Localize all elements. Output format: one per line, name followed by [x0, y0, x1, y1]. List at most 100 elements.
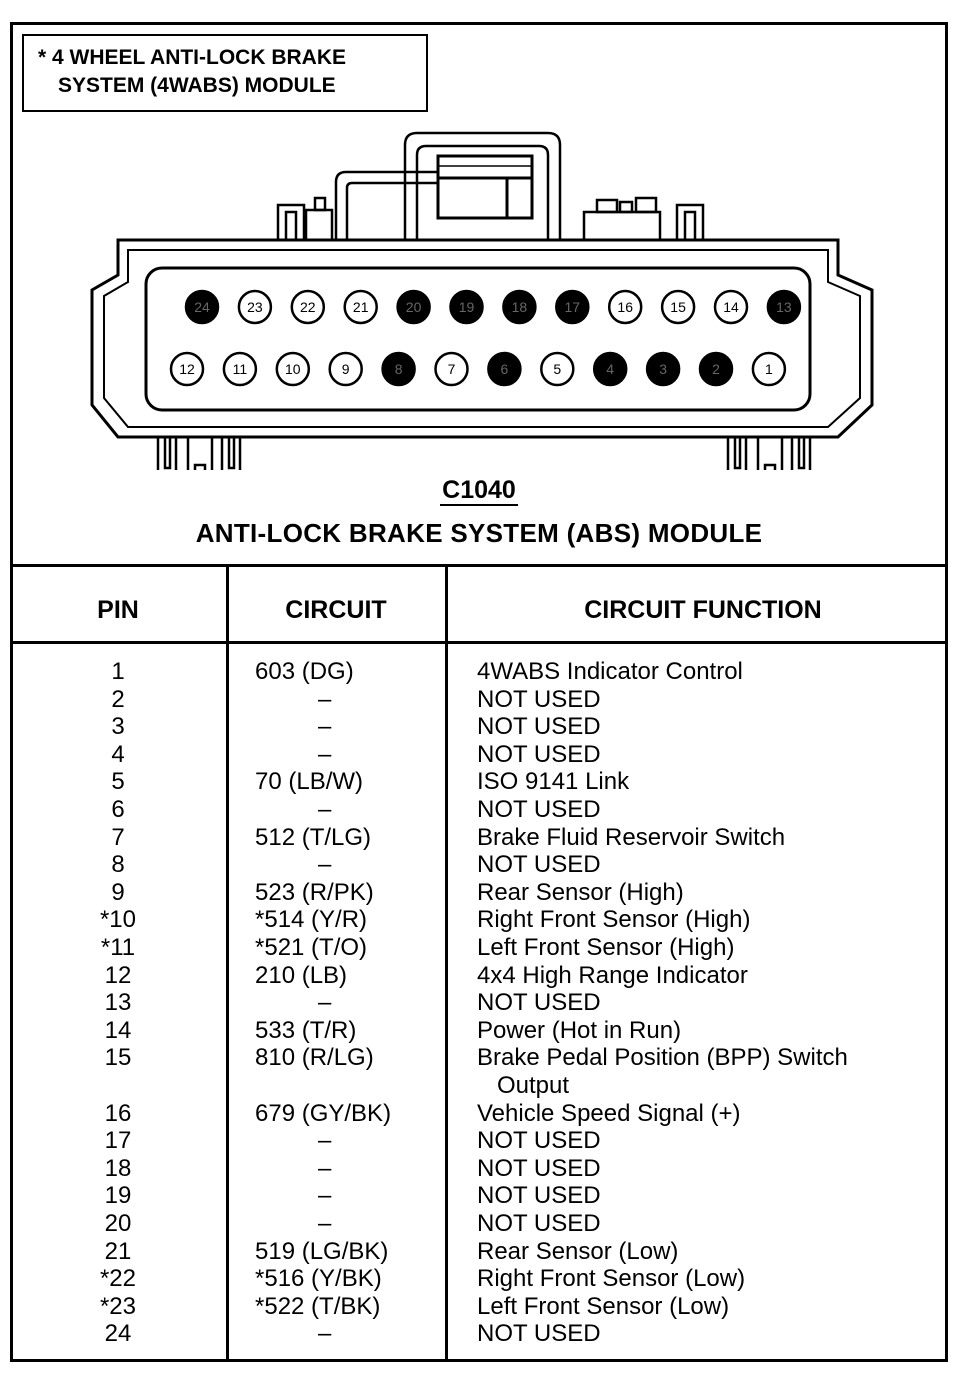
pin-19-filled [449, 289, 484, 325]
module-title: ANTI-LOCK BRAKE SYSTEM (ABS) MODULE [195, 518, 763, 548]
circuit-function: Left Front Sensor (Low) [477, 1292, 730, 1320]
circuit-code: – [318, 1154, 332, 1182]
circuit-function: NOT USED [477, 989, 601, 1017]
pin-label: 6 [501, 361, 509, 377]
pin-9-open [328, 351, 363, 387]
pin-label: 21 [353, 299, 369, 315]
header-bottom-rule [10, 641, 948, 644]
pin-7-open [434, 351, 469, 387]
pin-label: 15 [670, 299, 686, 315]
circuit-code: 679 (GY/BK) [255, 1099, 392, 1127]
pin-number: 9 [111, 878, 125, 906]
circuit-code: *516 (Y/BK) [255, 1265, 382, 1293]
circuit-code: – [318, 1182, 332, 1210]
circuit-code: – [318, 685, 332, 713]
pin-label: 9 [342, 361, 350, 377]
pin-number: 17 [104, 1127, 132, 1155]
pin-label: 17 [565, 299, 581, 315]
column-divider-1 [226, 564, 229, 1362]
circuit-function: Rear Sensor (Low) [477, 1237, 679, 1265]
legend-line-1: * 4 WHEEL ANTI-LOCK BRAKE [38, 46, 347, 69]
header-pin: PIN [97, 596, 139, 624]
pin-number: 18 [104, 1154, 132, 1182]
circuit-code: – [318, 989, 332, 1017]
pin-number: 21 [104, 1237, 132, 1265]
pin-17-filled [555, 289, 590, 325]
pin-label: 16 [617, 299, 633, 315]
circuit-code: – [318, 1320, 332, 1348]
circuit-function: 4x4 High Range Indicator [477, 961, 748, 989]
pin-number: 1 [111, 658, 125, 685]
pin-label: 2 [712, 361, 720, 377]
circuit-code: – [318, 740, 332, 768]
pin-6-filled [487, 351, 522, 387]
circuit-code: *521 (T/O) [255, 934, 368, 961]
pin-number: 3 [111, 713, 125, 741]
pin-number: 6 [111, 796, 125, 823]
table-row: 24–NOT USED [0, 1320, 958, 1348]
connector-body-outer [90, 238, 874, 439]
header-circuit: CIRCUIT [285, 596, 387, 624]
circuit-code: – [318, 1210, 332, 1237]
circuit-code: 603 (DG) [255, 658, 354, 685]
pin-label: 19 [459, 299, 475, 315]
connector-id-text: C1040 [440, 476, 518, 506]
pin-label: 11 [233, 361, 248, 377]
pin-label: 23 [247, 299, 263, 315]
cable [334, 170, 438, 240]
pin-label: 24 [194, 299, 210, 315]
table-row: 1 603 (DG) 4WABS Indicator Control [0, 658, 958, 686]
pin-number: *22 [99, 1265, 137, 1293]
circuit-code: 533 (T/R) [255, 1016, 357, 1044]
pin-label: 22 [300, 299, 316, 315]
pin-2-filled [698, 351, 734, 387]
pin-number: 19 [104, 1182, 132, 1210]
pin-13-filled [766, 289, 802, 325]
pin-label: 14 [723, 299, 739, 315]
circuit-code: *514 (Y/R) [255, 906, 368, 934]
pin-24-filled [184, 289, 220, 325]
latch-block [436, 154, 534, 220]
pin-number: 4 [111, 740, 125, 768]
circuit-function: NOT USED [477, 1127, 601, 1155]
pin-label: 1 [765, 361, 773, 377]
table-row: *11*521 (T/O)Left Front Sensor (High) [0, 934, 958, 962]
table-row: 4–NOT USED [0, 741, 958, 769]
table-row: 20 – NOT USED [0, 1210, 958, 1238]
table-row: *22 *516 (Y/BK) Right Front Sensor (Low) [0, 1265, 958, 1293]
table-row: 6 – NOT USED [0, 796, 958, 824]
circuit-code: – [318, 1127, 332, 1155]
circuit-function: NOT USED [477, 796, 601, 823]
table-row: Output [0, 1072, 958, 1100]
legend-box: * 4 WHEEL ANTI-LOCK BRAKE SYSTEM (4WABS)… [22, 34, 428, 112]
pin-number: 20 [104, 1210, 132, 1237]
pin-number: 7 [111, 823, 125, 851]
pin-number: 13 [104, 989, 132, 1017]
diagram-frame [10, 22, 948, 1362]
circuit-function: 4WABS Indicator Control [477, 658, 743, 685]
pin-number: 12 [104, 961, 132, 989]
circuit-function: Brake Pedal Position (BPP) Switch [477, 1044, 848, 1072]
circuit-function: NOT USED [477, 1210, 601, 1237]
circuit-function: Output [497, 1072, 570, 1099]
pin-12-open [169, 351, 205, 387]
circuit-function: NOT USED [477, 1320, 601, 1348]
pin-23-open [237, 289, 273, 325]
pin-10-open [275, 351, 311, 387]
table-row: 13 – NOT USED [0, 989, 958, 1017]
table-row: 3–NOT USED [0, 713, 958, 741]
table-row: 17 – NOT USED [0, 1127, 958, 1155]
pin-21-open [343, 289, 378, 325]
pin-22-open [290, 289, 326, 325]
pin-5-open [540, 351, 575, 387]
circuit-code: – [318, 796, 332, 823]
table-top-rule [10, 564, 948, 567]
pin-number: 15 [104, 1044, 132, 1072]
circuit-function: Right Front Sensor (Low) [477, 1265, 746, 1293]
